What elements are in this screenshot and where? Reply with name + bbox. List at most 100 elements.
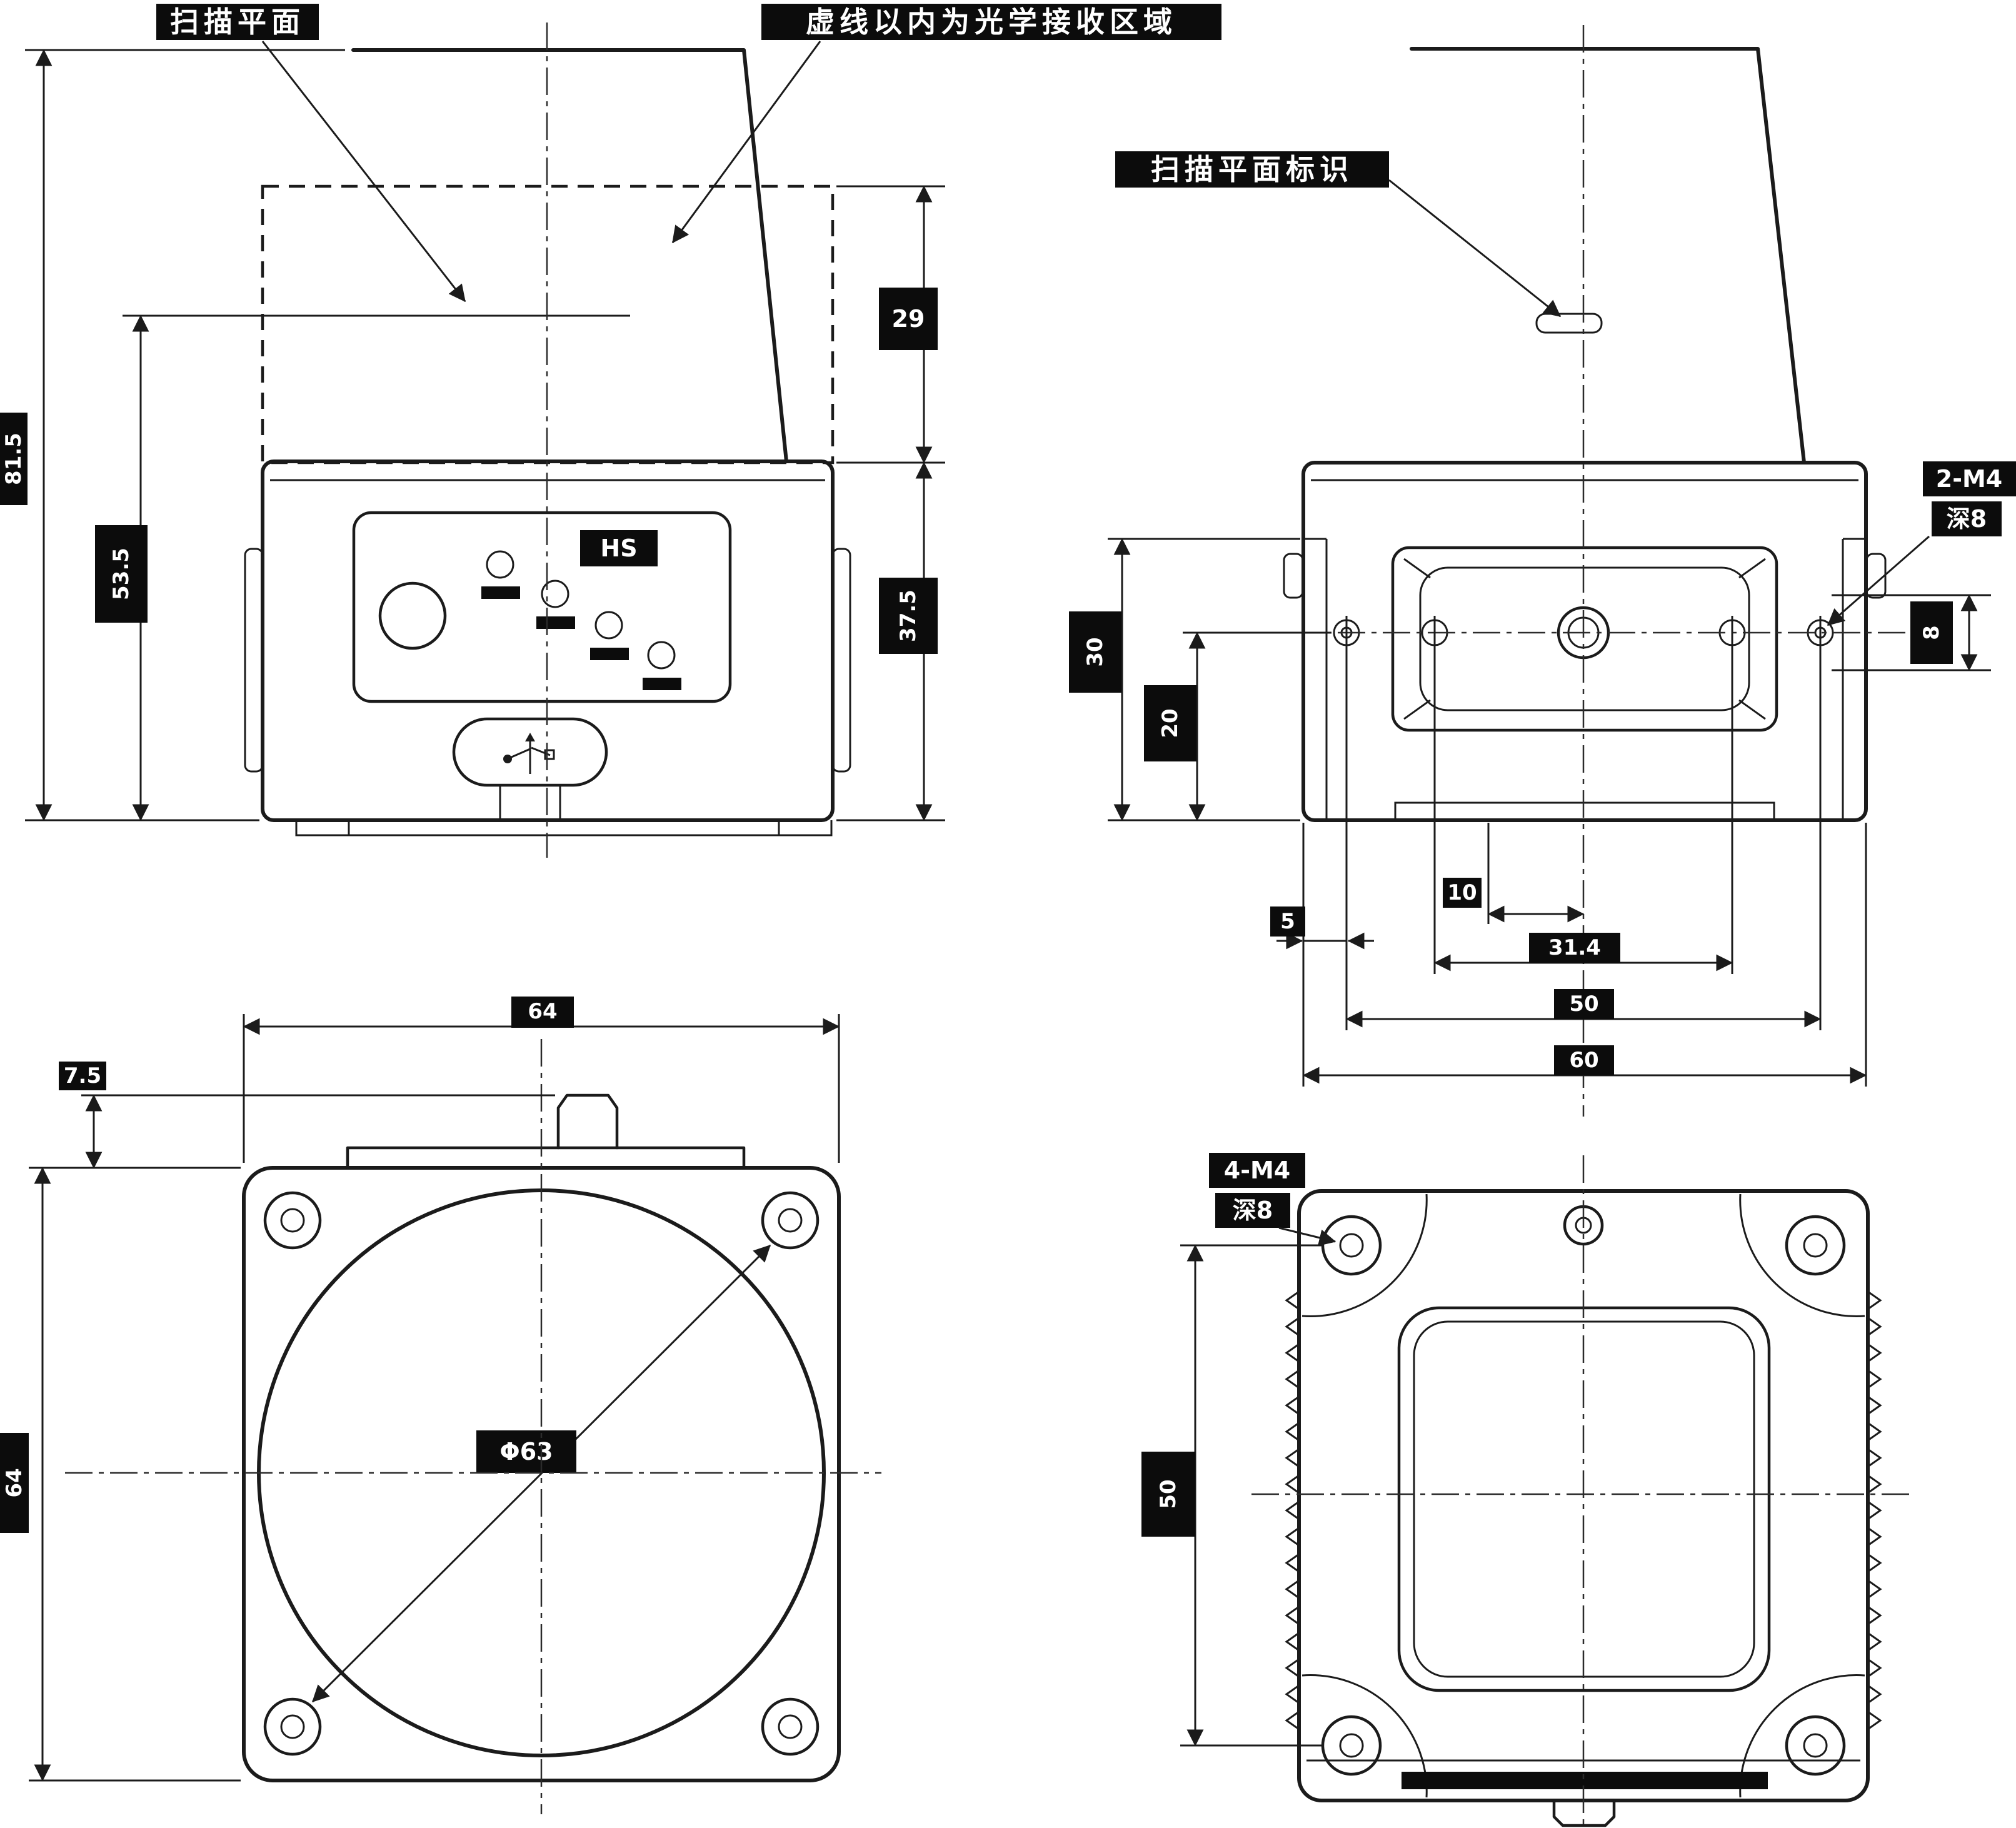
dimension-label-box <box>1443 878 1482 908</box>
heatsink-fins-left <box>1285 1290 1300 1730</box>
callout-box-scan-marker <box>1115 151 1389 188</box>
mounting-screw <box>1321 1215 1382 1276</box>
led-label-box <box>481 586 520 599</box>
dimension-label: 64 <box>528 999 557 1024</box>
dimension-label-box <box>1910 601 1953 664</box>
callout-box-side-screw <box>1923 461 2016 496</box>
control-panel <box>352 511 732 703</box>
dimension-label-box <box>1270 906 1305 937</box>
dimension-label-box <box>59 1062 106 1090</box>
side-tab-right <box>1865 553 1887 599</box>
led-label-box <box>590 648 629 660</box>
corner-screw-inner <box>280 1714 305 1739</box>
base-body-outline <box>1301 461 1868 822</box>
dimension-label-box <box>1529 933 1620 963</box>
extension-lines <box>1108 538 1991 1087</box>
base-feet <box>295 820 833 836</box>
dimension-label-box <box>1141 1452 1195 1537</box>
callout-box-side-screw-depth <box>1932 501 2002 536</box>
front-view: HS 81.5 53.5 29 37.5 扫描平面 虚线以内为光学接收区域 <box>0 4 1221 858</box>
corner-screw-inner <box>280 1208 305 1233</box>
bottom-view: 4-M4 深8 50 <box>1141 1153 1915 1827</box>
connector-nub <box>556 1093 619 1150</box>
panel-chamfer-lines <box>1403 558 1766 720</box>
dimension-label: 50 <box>1569 992 1598 1017</box>
dimension-label-box <box>0 413 28 505</box>
corner-screw <box>263 1191 322 1250</box>
optical-head-outline <box>309 48 788 463</box>
dimension-label: 50 <box>1156 1479 1181 1509</box>
dimension-label: 53.5 <box>109 548 134 600</box>
bottom-connector-nub <box>1552 1799 1616 1827</box>
dimension-label-box <box>95 525 148 623</box>
leader-line <box>261 41 466 303</box>
mounting-screw <box>1785 1715 1846 1776</box>
connector-panel-inner <box>1419 566 1750 711</box>
usb-icon-arrow <box>525 733 535 741</box>
usb-icon-dot <box>503 755 512 763</box>
corner-boss-arc <box>1301 1674 1428 1798</box>
power-button <box>378 581 447 650</box>
corner-boss-arc <box>1739 1674 1865 1798</box>
logo-box <box>580 530 658 566</box>
callout-side-screw: 2-M4 <box>1936 465 2002 493</box>
led-indicator <box>647 641 676 670</box>
callout-bottom-screw: 4-M4 <box>1224 1157 1290 1184</box>
led-indicator <box>594 611 623 640</box>
mounting-screw-inner <box>1803 1733 1828 1758</box>
extension-lines <box>29 1014 840 1782</box>
corner-screw <box>263 1697 322 1756</box>
corner-screw <box>761 1697 820 1756</box>
leader-line <box>671 41 821 244</box>
dimension-label: 20 <box>1158 708 1183 738</box>
leader-line <box>1278 1227 1336 1247</box>
corner-boss-arc <box>1301 1193 1428 1317</box>
top-view: Φ63 64 64 7.5 <box>0 997 881 1814</box>
dimension-label: 30 <box>1083 637 1108 666</box>
callout-optical-area: 虚线以内为光学接收区域 <box>806 5 1177 39</box>
side-tab-left <box>244 548 264 773</box>
callout-scan-marker: 扫描平面标识 <box>1151 153 1353 186</box>
dimension-label: 81.5 <box>1 433 26 485</box>
callout-box-bottom-screw-depth <box>1215 1193 1290 1228</box>
callout-scan-plane: 扫描平面 <box>170 5 305 39</box>
leader-line <box>1388 179 1562 318</box>
usb-port <box>452 717 608 787</box>
dimension-label: 31.4 <box>1548 935 1601 960</box>
leader-line <box>1827 535 1930 626</box>
led-indicator <box>486 550 514 579</box>
dimension-label: 29 <box>892 305 925 333</box>
dimension-label: 8 <box>1919 625 1944 640</box>
scan-plane-marker-slot <box>1535 313 1603 334</box>
mounting-screw-inner <box>1339 1733 1364 1758</box>
dimension-label-box <box>879 288 938 350</box>
mounting-screw-inner <box>1339 1233 1364 1258</box>
dimension-label: 37.5 <box>896 590 921 642</box>
usb-icon-square <box>544 749 555 760</box>
side-tab-right <box>831 548 851 773</box>
extension-lines <box>1180 1244 1324 1747</box>
bottom-recess-outer <box>1397 1306 1771 1692</box>
led-label-box <box>643 678 681 690</box>
side-view: 10 5 31.4 50 60 8 30 20 扫描平面标识 2-M4 深8 <box>1069 25 2016 1117</box>
flange-edge-lines <box>1303 538 1866 820</box>
led-label-box <box>536 616 575 629</box>
corner-screw-inner <box>778 1208 803 1233</box>
dimension-label: 10 <box>1447 880 1477 905</box>
corner-boss-arc <box>1739 1193 1865 1317</box>
callout-side-screw-depth: 深8 <box>1947 505 1987 533</box>
mounting-screw <box>1321 1715 1382 1776</box>
corner-screw <box>761 1191 820 1250</box>
extension-lines <box>25 49 945 821</box>
connector-panel-outer <box>1391 546 1778 732</box>
dimension-label: 7.5 <box>64 1063 101 1088</box>
dimension-label-box <box>1554 1045 1614 1075</box>
mounting-screw <box>1785 1215 1846 1276</box>
corner-screw-inner <box>778 1714 803 1739</box>
dimension-label: Φ63 <box>499 1438 553 1465</box>
bottom-recess <box>1394 801 1775 820</box>
logo-text: HS <box>600 535 637 562</box>
optical-head-outline <box>1363 47 1806 465</box>
dimension-label-box <box>511 997 574 1028</box>
